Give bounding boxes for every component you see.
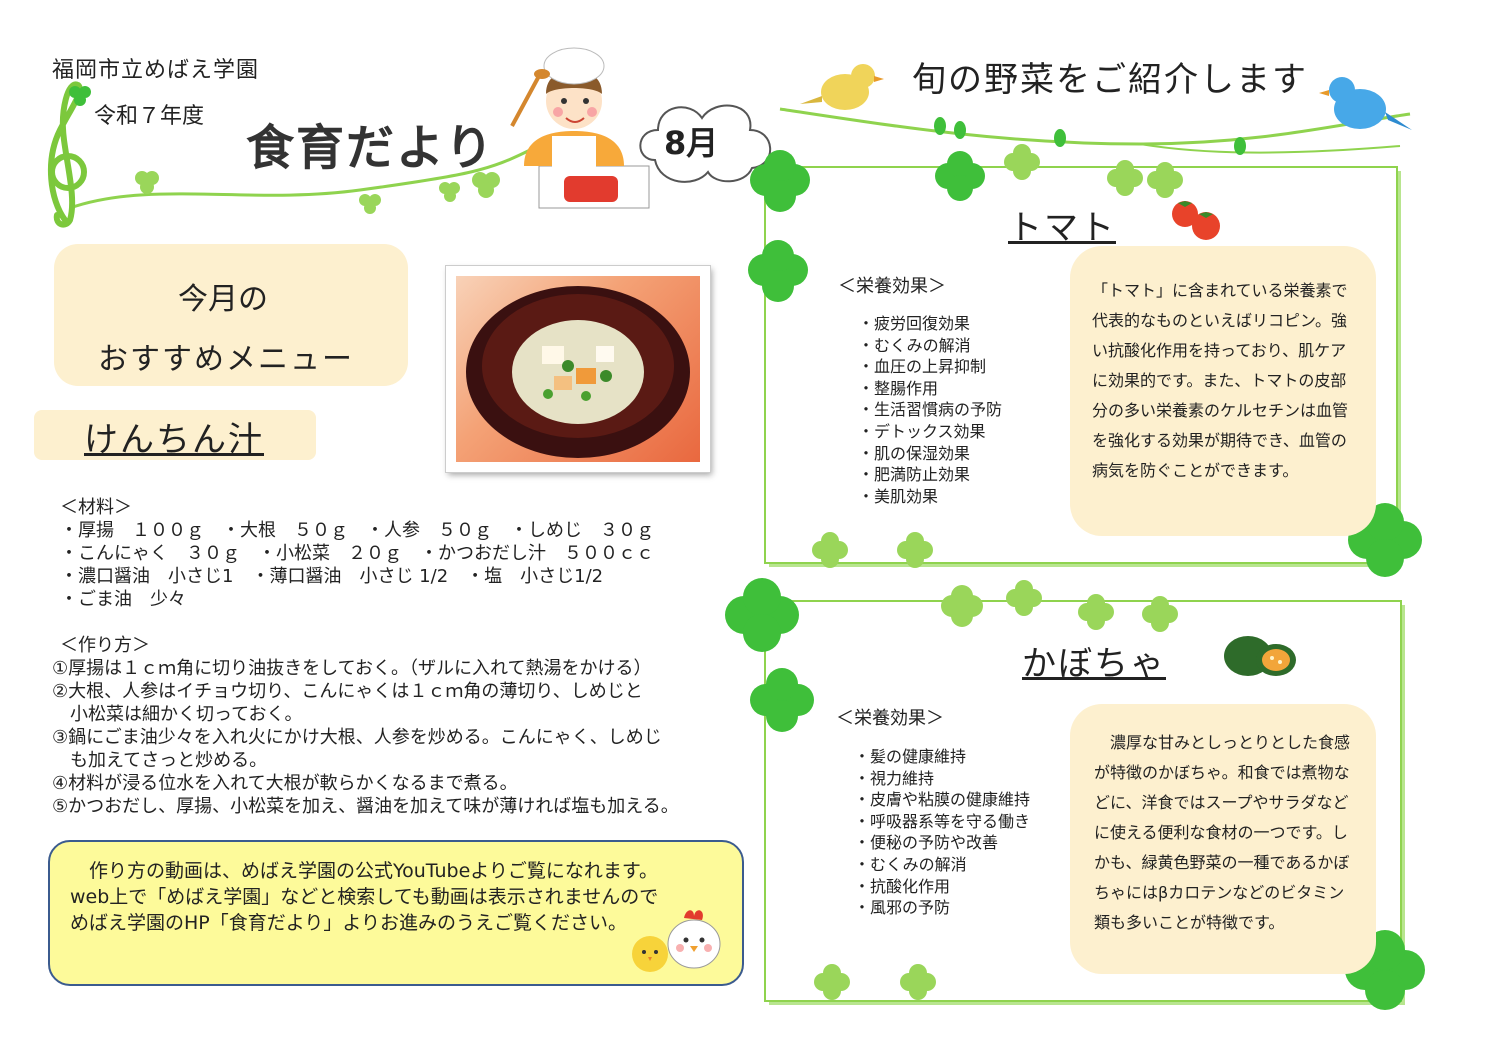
step-line: ②大根、人参はイチョウ切り、こんにゃくは１ｃｍ角の薄切り、しめじと bbox=[52, 681, 643, 702]
menu-box bbox=[54, 244, 408, 386]
menu-box-line1: 今月の bbox=[178, 282, 268, 317]
chick-icon bbox=[632, 936, 668, 972]
effect-item: ・美肌効果 bbox=[858, 486, 939, 506]
ingredients-heading: ＜材料＞ bbox=[60, 497, 132, 518]
ingredient-line: ・ごま油 少々 bbox=[60, 589, 186, 610]
effect-item: ・抗酸化作用 bbox=[854, 876, 951, 896]
step-line: 小松菜は細かく切っておく。 bbox=[52, 704, 303, 725]
dish-name-bar bbox=[34, 410, 316, 460]
ingredient-line: ・厚揚 １００ｇ ・大根 ５０ｇ ・人参 ５０ｇ ・しめじ ３０ｇ bbox=[60, 520, 654, 541]
effect-item: ・デトックス効果 bbox=[858, 421, 986, 441]
ingredient-line: ・こんにゃく ３０ｇ ・小松菜 ２０ｇ ・かつおだし汁 ５００ｃｃ bbox=[60, 543, 654, 564]
step-line: ①厚揚は１ｃｍ角に切り油抜きをしておく。（ザルに入れて熱湯をかける） bbox=[52, 658, 652, 679]
pumpkin-effects-heading: ＜栄養効果＞ bbox=[836, 708, 944, 729]
effect-item: ・呼吸器系等を守る働き bbox=[854, 811, 1031, 831]
clover-icon bbox=[69, 86, 91, 106]
effect-item: ・皮膚や粘膜の健康維持 bbox=[854, 790, 1031, 810]
step-line: も加えてさっと炒める。 bbox=[52, 750, 268, 771]
ingredient-line: ・濃口醤油 小さじ1 ・薄口醤油 小さじ 1/2 ・塩 小さじ1/2 bbox=[60, 566, 604, 587]
tomato-section-frame bbox=[764, 166, 1398, 564]
info-line: を強化する効果が期待でき、血管の bbox=[1092, 431, 1347, 450]
effect-item: ・肥満防止効果 bbox=[858, 465, 971, 485]
pumpkin-section-frame bbox=[764, 600, 1402, 1002]
info-line: 分の多い栄養素のケルセチンは血管 bbox=[1092, 401, 1349, 420]
fiscal-year: 令和７年度 bbox=[94, 104, 205, 129]
youtube-note-line: めばえ学園のHP「食育だより」よりお進みのうえご覧ください。 bbox=[70, 912, 627, 934]
info-line: が特徴のかぼちゃ。和食では煮物な bbox=[1094, 763, 1350, 782]
menu-box-line2: おすすめメニュー bbox=[98, 342, 354, 377]
pumpkin-title: かぼちゃ bbox=[1022, 644, 1166, 684]
pumpkin-info-text: 濃厚な甘みとしっとりとした食感 が特徴のかぼちゃ。和食では煮物な どに、洋食では… bbox=[1094, 728, 1350, 938]
month-label: 8月 bbox=[664, 124, 719, 162]
effect-item: ・風邪の予防 bbox=[854, 898, 951, 918]
pumpkin-info-box bbox=[1070, 704, 1376, 974]
tomato-info-box bbox=[1070, 246, 1376, 536]
dish-name: けんちん汁 bbox=[84, 420, 264, 460]
youtube-note-box bbox=[48, 840, 744, 986]
school-name: 福岡市立めばえ学園 bbox=[52, 58, 260, 83]
step-line: ④材料が浸る位水を入れて大根が軟らかくなるまで煮る。 bbox=[52, 773, 518, 794]
pumpkin-icon bbox=[1224, 636, 1296, 676]
info-line: い抗酸化作用を持っており、肌ケア bbox=[1092, 341, 1347, 360]
info-line: 病気を防ぐことができます。 bbox=[1092, 461, 1299, 480]
effect-item: ・便秘の予防や改善 bbox=[854, 833, 999, 853]
effect-item: ・むくみの解消 bbox=[854, 854, 967, 874]
info-line: ちゃにはβカロテンなどのビタミン bbox=[1094, 883, 1345, 902]
step-line: ⑤かつおだし、厚揚、小松菜を加え、醤油を加えて味が薄ければ塩も加える。 bbox=[52, 796, 679, 817]
tomato-info-text: 「トマト」に含まれている栄養素で 代表的なものといえばリコピン。強 い抗酸化作用… bbox=[1092, 276, 1348, 486]
seasonal-heading: 旬の野菜をご紹介します bbox=[912, 60, 1308, 100]
effect-item: ・むくみの解消 bbox=[858, 335, 971, 355]
info-line: に使える便利な食材の一つです。し bbox=[1094, 823, 1348, 842]
month-cloud bbox=[639, 104, 772, 183]
effect-item: ・血圧の上昇抑制 bbox=[858, 357, 987, 377]
info-line: 類も多いことが特徴です。 bbox=[1094, 913, 1285, 932]
effect-item: ・髪の健康維持 bbox=[854, 747, 967, 766]
tomato-icon bbox=[1172, 201, 1220, 240]
newsletter-title: 食育だより bbox=[246, 120, 496, 176]
effect-item: ・疲労回復効果 bbox=[858, 314, 971, 333]
info-line: 「トマト」に含まれている栄養素で bbox=[1092, 281, 1348, 300]
bird-icon bbox=[1319, 77, 1412, 130]
chicken-icon bbox=[667, 910, 721, 969]
tomato-title: トマト bbox=[1008, 208, 1116, 248]
youtube-note-line: web上で「めばえ学園」などと検索しても動画は表示されませんので bbox=[70, 886, 659, 908]
vine-decoration-left bbox=[47, 81, 531, 228]
clover-decorations bbox=[748, 144, 1422, 577]
tomato-effects-heading: ＜栄養効果＞ bbox=[838, 276, 946, 297]
effect-item: ・生活習慣病の予防 bbox=[858, 400, 1003, 420]
effect-item: ・整腸作用 bbox=[858, 378, 939, 398]
treble-clef-icon bbox=[47, 81, 87, 228]
tomato-effects-list: ・疲労回復効果 ・むくみの解消 ・血圧の上昇抑制 ・整腸作用 ・生活習慣病の予防… bbox=[858, 313, 1002, 507]
vine-decoration-right bbox=[779, 64, 1412, 155]
info-line: 濃厚な甘みとしっとりとした食感 bbox=[1094, 733, 1351, 752]
youtube-note-line: 作り方の動画は、めばえ学園の公式YouTubeよりご覧になれます。 bbox=[70, 860, 658, 882]
step-line: ③鍋にごま油少々を入れ火にかけ大根、人参を炒める。こんにゃく、しめじ bbox=[52, 727, 662, 748]
soup-photo bbox=[446, 266, 710, 472]
info-line: 代表的なものといえばリコピン。強 bbox=[1092, 311, 1348, 330]
info-line: に効果的です。また、トマトの皮部 bbox=[1092, 371, 1347, 390]
info-line: かも、緑黄色野菜の一種であるかぼ bbox=[1094, 853, 1350, 872]
effect-item: ・肌の保湿効果 bbox=[858, 443, 971, 463]
steps-heading: ＜作り方＞ bbox=[60, 635, 150, 656]
bird-icon bbox=[800, 64, 884, 110]
pumpkin-effects-list: ・髪の健康維持 ・視力維持 ・皮膚や粘膜の健康維持 ・呼吸器系等を守る働き ・便… bbox=[854, 746, 1030, 919]
chef-illustration bbox=[510, 47, 650, 209]
info-line: どに、洋食ではスープやサラダなど bbox=[1094, 793, 1349, 812]
effect-item: ・視力維持 bbox=[854, 768, 935, 788]
